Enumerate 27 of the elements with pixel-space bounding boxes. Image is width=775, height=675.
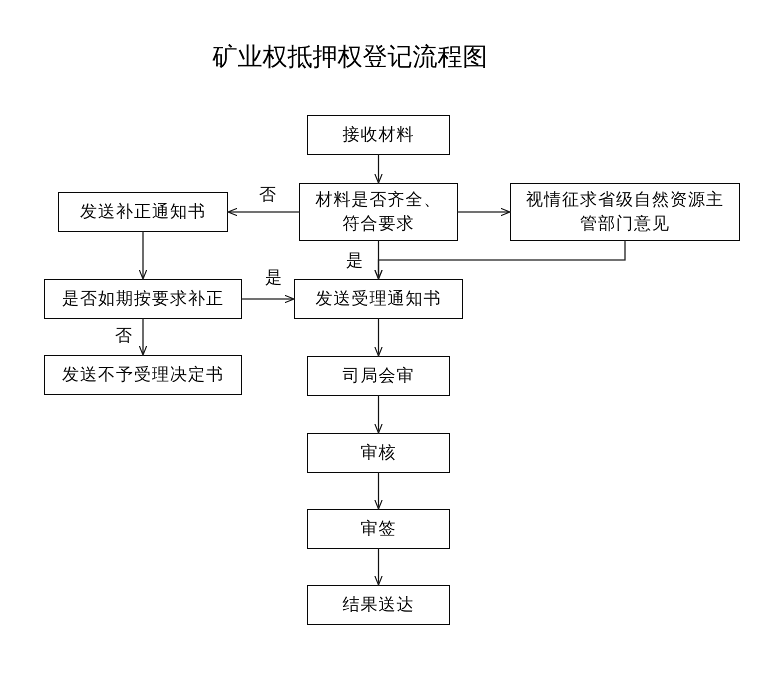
arrow: [374, 473, 383, 510]
edge-label: 否: [258, 185, 277, 205]
arrow: [138, 319, 148, 356]
decision-box: 材料是否齐全、符合要求: [299, 183, 458, 241]
process-box: 审核: [307, 433, 450, 473]
process-box: 发送不予受理决定书: [44, 355, 242, 395]
arrow: [374, 241, 626, 280]
edge-label: 是: [264, 268, 283, 288]
arrow: [374, 549, 383, 586]
process-box: 结果送达: [307, 585, 450, 625]
arrow: [374, 319, 383, 357]
arrow: [138, 232, 148, 280]
edge-label: 是: [345, 251, 364, 271]
edge-label: 否: [114, 326, 133, 346]
process-box: 审签: [307, 509, 450, 549]
title: 矿业权抵押权登记流程图: [212, 41, 488, 73]
arrow: [374, 396, 383, 434]
arrow: [458, 208, 511, 216]
process-box: 接收材料: [307, 115, 450, 155]
process-box: 发送补正通知书: [58, 192, 228, 232]
arrow: [227, 208, 299, 216]
arrow: [242, 294, 295, 304]
process-box: 司局会审: [307, 356, 450, 396]
arrow: [374, 155, 383, 184]
process-box: 视情征求省级自然资源主管部门意见: [510, 183, 740, 241]
process-box: 发送受理通知书: [294, 279, 463, 319]
decision-box: 是否如期按要求补正: [44, 279, 242, 319]
